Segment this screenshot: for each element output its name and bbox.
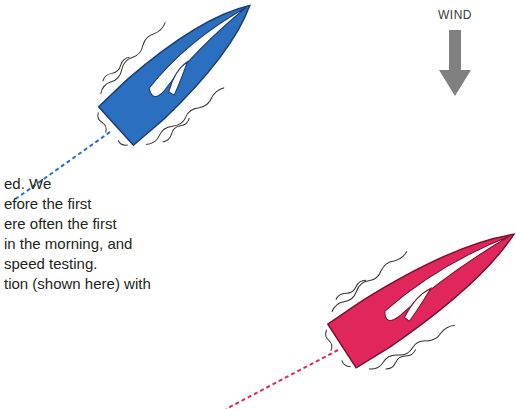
body-text-line: speed testing. [4, 255, 97, 273]
body-text-line: in the morning, and [4, 235, 132, 253]
body-text-line: ere often the first [4, 215, 117, 233]
red-boat [308, 197, 516, 390]
blue-boat [77, 0, 280, 167]
body-text-line: tion (shown here) with [4, 275, 151, 293]
wind-arrow [439, 30, 471, 96]
body-text-line: ed. We [4, 175, 51, 193]
wind-label: WIND [438, 6, 472, 24]
course-line [226, 350, 338, 409]
body-text-line: efore the first [4, 195, 92, 213]
